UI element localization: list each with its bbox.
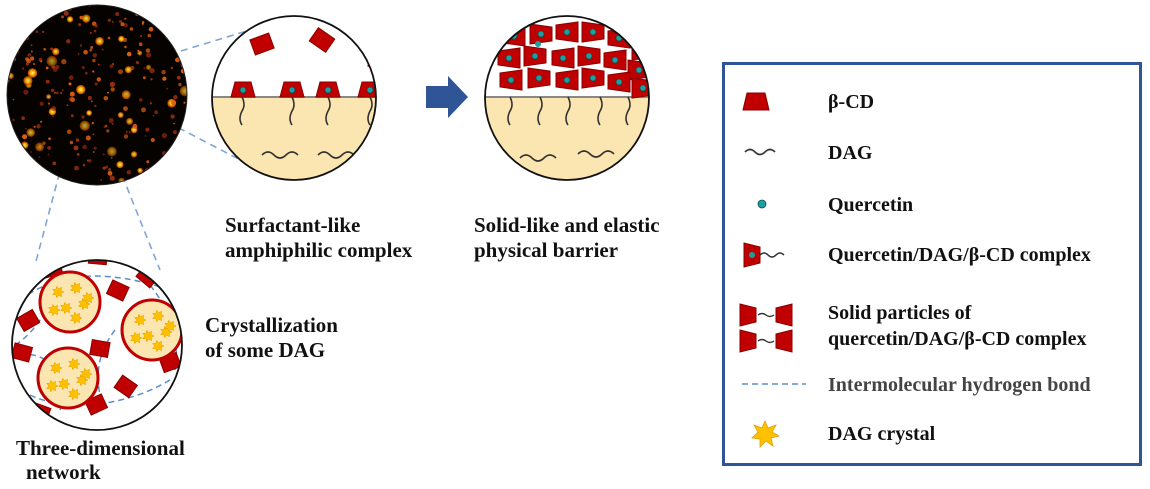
transition-arrow [426,76,468,118]
surfactant-caption-line1: Surfactant-like [225,213,361,237]
legend-label-hydrogen-bond: Intermolecular hydrogen bond [828,374,1091,396]
dag-crystal-cluster-2 [120,298,182,362]
surfactant-caption-line2: amphiphilic complex [225,238,413,262]
surfactant-interface-circle [211,15,377,181]
beta-cd-icon [742,92,770,111]
barrier-caption-line2: physical barrier [474,238,619,262]
crystallization-caption-line2: of some DAG [205,338,326,362]
micrograph-image [6,4,188,186]
legend-box [722,62,1142,466]
legend-label-dag: DAG [828,142,873,164]
quercetin-icon [757,199,767,209]
network-caption-line2: network [26,460,101,484]
network-circle [11,259,183,431]
legend-icons [739,92,806,448]
barrier-interface-circle [484,15,650,181]
legend-label-beta-cd: β-CD [828,91,875,113]
network-caption: Three-dimensional network [16,436,185,484]
barrier-caption-line1: Solid-like and elastic [474,213,660,237]
crystallization-caption-line1: Crystallization [205,313,338,337]
legend-label-complex: Quercetin/DAG/β-CD complex [828,244,1091,266]
dag-icon [744,148,776,156]
legend-label-solid-particles: Solid particles of quercetin/DAG/β-CD co… [828,302,1087,350]
legend-label-dag-crystal: DAG crystal [828,423,936,445]
crystallization-caption: Crystallization of some DAG [205,313,338,363]
network-caption-line1: Three-dimensional [16,436,185,460]
legend-label-quercetin: Quercetin [828,194,914,216]
surfactant-caption: Surfactant-like amphiphilic complex [225,213,412,263]
dag-crystal-cluster-1 [38,270,102,334]
complex-icon [743,242,785,268]
dag-crystal-cluster-3 [36,346,100,410]
dag-crystal-icon [751,419,781,448]
barrier-caption: Solid-like and elastic physical barrier [474,213,660,263]
solid-particles-icon [739,303,793,353]
